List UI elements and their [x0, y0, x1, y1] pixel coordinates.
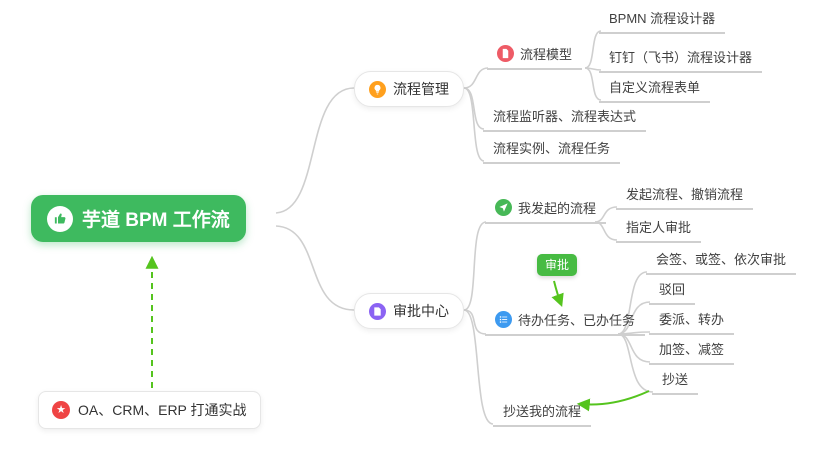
- link-tasks-cc: [617, 333, 654, 393]
- process-model-label: 流程模型: [520, 47, 573, 62]
- link-model-bpmn: [584, 30, 602, 69]
- link-myinitiated-assignee: [594, 221, 618, 241]
- node-add-reduce-sign[interactable]: 加签、减签: [649, 336, 735, 365]
- add-reduce-sign-label: 加签、减签: [659, 342, 725, 357]
- countersign-label: 会签、或签、依次审批: [656, 252, 787, 267]
- bpmn-designer-label: BPMN 流程设计器: [609, 11, 716, 26]
- node-countersign[interactable]: 会签、或签、依次审批: [646, 246, 797, 275]
- node-delegate-transfer[interactable]: 委派、转办: [649, 306, 735, 335]
- node-process-model[interactable]: 流程模型: [487, 41, 583, 70]
- process-management-label: 流程管理: [393, 81, 449, 97]
- my-initiated-label: 我发起的流程: [518, 201, 597, 216]
- node-initiate-revoke[interactable]: 发起流程、撤销流程: [616, 181, 754, 210]
- lightbulb-icon: [369, 80, 386, 98]
- document-icon: [497, 45, 514, 62]
- thumbs-up-icon: [47, 205, 73, 232]
- link-root-process: [275, 87, 355, 214]
- checklist-icon: [495, 311, 512, 328]
- approval-badge: 审批: [537, 254, 578, 276]
- delegate-transfer-label: 委派、转办: [659, 312, 725, 327]
- approval-center-label: 审批中心: [393, 303, 449, 319]
- node-instance-task[interactable]: 流程实例、流程任务: [483, 135, 621, 164]
- root-node[interactable]: 芋道 BPM 工作流: [31, 195, 246, 242]
- node-my-initiated[interactable]: 我发起的流程: [485, 195, 607, 224]
- reject-label: 驳回: [659, 282, 686, 297]
- node-listener-expression[interactable]: 流程监听器、流程表达式: [483, 103, 647, 132]
- link-approval-cc: [463, 309, 494, 425]
- dingtalk-designer-label: 钉钉（飞书）流程设计器: [609, 50, 753, 65]
- link-approval-tasks: [463, 309, 487, 335]
- link-tasks-reject: [617, 301, 651, 335]
- custom-form-label: 自定义流程表单: [609, 80, 701, 95]
- arrow-badge-to-tasks: [551, 280, 564, 308]
- link-root-approval: [275, 225, 355, 311]
- link-approval-myinitiated: [463, 221, 487, 311]
- node-bpmn-designer[interactable]: BPMN 流程设计器: [599, 5, 726, 34]
- arrow-cc-to-ccprocess: [576, 390, 650, 412]
- paper-plane-icon: [495, 199, 512, 216]
- link-process-model: [463, 67, 489, 89]
- listener-expression-label: 流程监听器、流程表达式: [493, 109, 637, 124]
- link-tasks-addsign: [617, 333, 651, 363]
- root-label: 芋道 BPM 工作流: [82, 210, 230, 231]
- link-model-customform: [584, 67, 602, 101]
- cc-my-process-label: 抄送我的流程: [503, 404, 582, 419]
- node-todo-done-tasks[interactable]: 待办任务、已办任务: [485, 307, 646, 336]
- node-dingtalk-designer[interactable]: 钉钉（飞书）流程设计器: [599, 44, 763, 73]
- node-assignee-approve[interactable]: 指定人审批: [616, 214, 702, 243]
- note-node[interactable]: ★ OA、CRM、ERP 打通实战: [38, 391, 261, 429]
- initiate-revoke-label: 发起流程、撤销流程: [626, 187, 744, 202]
- node-approval-center[interactable]: 审批中心: [354, 293, 464, 329]
- todo-done-label: 待办任务、已办任务: [518, 313, 636, 328]
- node-cc[interactable]: 抄送: [652, 366, 699, 395]
- cc-label: 抄送: [662, 372, 689, 387]
- instance-task-label: 流程实例、流程任务: [493, 141, 611, 156]
- note-label: OA、CRM、ERP 打通实战: [78, 402, 247, 418]
- star-icon: ★: [52, 401, 70, 419]
- node-process-management[interactable]: 流程管理: [354, 71, 464, 107]
- link-process-instance: [463, 87, 485, 162]
- assignee-approve-label: 指定人审批: [626, 220, 692, 235]
- node-custom-form[interactable]: 自定义流程表单: [599, 74, 711, 103]
- node-cc-my-process[interactable]: 抄送我的流程: [493, 398, 592, 427]
- clipboard-icon: [369, 302, 386, 320]
- node-reject[interactable]: 驳回: [649, 276, 696, 305]
